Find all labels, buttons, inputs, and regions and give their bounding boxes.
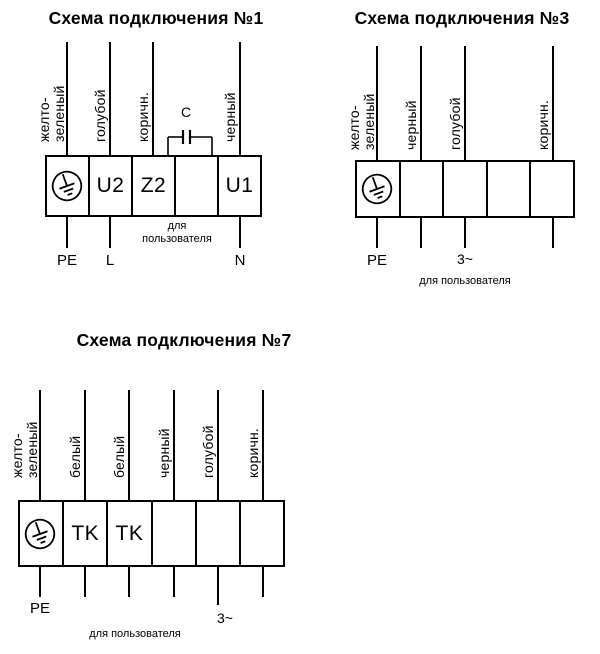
wire-black (173, 390, 175, 500)
stub-pe (66, 217, 68, 248)
wire-label-yellow-green: желто- зеленый (346, 93, 377, 150)
protective-earth-icon (359, 171, 395, 207)
stub-n (239, 217, 241, 248)
wire-yellow-green (376, 46, 378, 160)
diagram-3-title: Схема подключения №7 (76, 330, 292, 350)
wire-label-black: черный (156, 428, 172, 478)
protective-earth-icon (22, 516, 58, 552)
wire-label-white-1: белый (67, 435, 83, 478)
pe-label: PE (56, 252, 77, 269)
wire-label-yellow-green: желто- зеленый (36, 85, 67, 142)
diagram-2-title: Схема подключения №3 (354, 8, 570, 28)
terminal-cell-z2: Z2 (131, 157, 174, 215)
pe-label: PE (29, 600, 50, 617)
stub-phase (420, 218, 422, 248)
terminal-cell-tk1: TK (62, 502, 106, 565)
protective-earth-icon (49, 168, 85, 204)
terminal-cell-u1: U1 (217, 157, 260, 215)
stub-phase (217, 567, 219, 605)
wire-label-brown: коричн. (535, 100, 551, 150)
terminal-cell (398, 162, 443, 216)
wire-label-yellow-green: желто- зеленый (9, 421, 40, 478)
terminal-cell-u2: U2 (88, 157, 131, 215)
wire-brown (152, 42, 154, 155)
terminal-cell (150, 502, 195, 565)
wire-brown (262, 390, 264, 500)
user-note: для пользователя (419, 275, 511, 287)
terminal-block-7: TK TK (18, 500, 285, 567)
stub-tk (84, 567, 86, 597)
diagram-1-title: Схема подключения №1 (48, 8, 264, 28)
stub-phase (262, 567, 264, 597)
user-note: для пользователя (142, 220, 212, 246)
wire-label-black: черный (403, 100, 419, 150)
stub-l (109, 217, 111, 248)
wire-label-black: черный (222, 92, 238, 142)
wire-label-white-2: белый (111, 435, 127, 478)
stub-tk (128, 567, 130, 597)
wire-black (420, 46, 422, 160)
wire-brown (552, 46, 554, 160)
wire-blue (464, 46, 466, 160)
capacitor-label: C (180, 104, 192, 120)
wire-label-blue: голубой (200, 425, 216, 478)
terminal-cell (238, 502, 283, 565)
stub-phase (173, 567, 175, 597)
stub-pe (376, 218, 378, 248)
n-label: N (234, 252, 246, 269)
terminal-cell-tk2: TK (106, 502, 150, 565)
wire-black (239, 42, 241, 155)
pe-label: PE (366, 252, 387, 269)
terminal-cell (194, 502, 239, 565)
wire-label-blue: голубой (447, 97, 463, 150)
wire-label-blue: голубой (92, 89, 108, 142)
wire-white-1 (84, 390, 86, 500)
stub-phase (464, 218, 466, 248)
terminal-cell-empty (174, 157, 217, 215)
wire-blue (217, 390, 219, 500)
wire-blue (109, 42, 111, 155)
wire-white-2 (128, 390, 130, 500)
capacitor-icon (160, 119, 220, 157)
wire-yellow-green (39, 390, 41, 500)
phase-label: 3~ (457, 251, 473, 267)
terminal-cell (529, 162, 573, 216)
phase-label: 3~ (217, 610, 233, 626)
stub-phase (552, 218, 554, 248)
wire-label-brown: коричн. (135, 92, 151, 142)
terminal-cell (442, 162, 486, 216)
l-label: L (105, 252, 115, 269)
stub-pe (39, 567, 41, 597)
terminal-cell (485, 162, 530, 216)
user-note: для пользователя (89, 628, 181, 640)
wire-label-brown: коричн. (245, 428, 261, 478)
wire-yellow-green (66, 42, 68, 155)
